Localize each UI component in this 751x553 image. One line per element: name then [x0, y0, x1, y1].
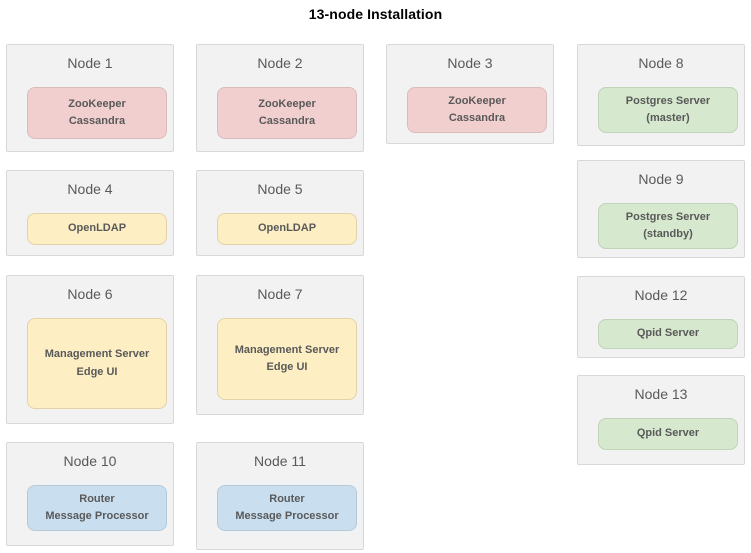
service-label: Message Processor	[235, 510, 339, 522]
service-label: Message Processor	[45, 510, 149, 522]
service-label: Management Server	[44, 348, 150, 361]
service-label: Cassandra	[448, 112, 506, 124]
service-label: Management Server	[234, 343, 340, 356]
node-card-node-5[interactable]: Node 5 OpenLDAP	[196, 170, 364, 256]
service-box[interactable]: OpenLDAP	[27, 213, 167, 245]
node-title: Node 2	[257, 55, 303, 71]
node-card-node-12[interactable]: Node 12 Qpid Server	[577, 276, 745, 358]
service-box[interactable]: OpenLDAP	[217, 213, 357, 245]
node-title: Node 12	[634, 287, 688, 303]
node-title: Node 11	[254, 453, 306, 469]
service-label: ZooKeeper	[258, 97, 316, 110]
service-box[interactable]: Qpid Server	[598, 319, 738, 349]
node-title: Node 13	[634, 386, 688, 402]
service-label: (master)	[646, 112, 690, 124]
service-label: ZooKeeper	[448, 94, 506, 107]
service-label: Qpid Server	[636, 327, 700, 340]
node-card-node-4[interactable]: Node 4 OpenLDAP	[6, 170, 174, 256]
node-card-node-9[interactable]: Node 9 Postgres Server (standby)	[577, 160, 745, 258]
node-title: Node 6	[67, 286, 113, 302]
node-title: Node 9	[638, 171, 684, 187]
page-title: 13-node Installation	[308, 6, 443, 22]
service-label: OpenLDAP	[67, 222, 127, 235]
service-box[interactable]: Postgres Server (master)	[598, 87, 738, 133]
service-label: Cassandra	[68, 115, 126, 127]
service-label: ZooKeeper	[68, 97, 126, 110]
service-label: (standby)	[643, 228, 693, 240]
node-title: Node 1	[67, 55, 113, 71]
service-label: Postgres Server	[625, 94, 711, 107]
node-title: Node 10	[63, 453, 117, 469]
service-label: Postgres Server	[625, 210, 711, 223]
service-label: Edge UI	[266, 361, 308, 373]
node-title: Node 3	[447, 55, 493, 71]
node-card-node-8[interactable]: Node 8 Postgres Server (master)	[577, 44, 745, 146]
service-label: Qpid Server	[636, 427, 700, 440]
service-label: Cassandra	[258, 115, 316, 127]
node-title: Node 8	[638, 55, 684, 71]
service-box[interactable]: Qpid Server	[598, 418, 738, 450]
node-title: Node 7	[257, 286, 303, 302]
service-label: Router	[269, 492, 305, 505]
service-box[interactable]: Postgres Server (standby)	[598, 203, 738, 249]
service-label: OpenLDAP	[257, 222, 317, 235]
node-title: Node 4	[67, 181, 113, 197]
node-card-node-13[interactable]: Node 13 Qpid Server	[577, 375, 745, 465]
node-title: Node 5	[257, 181, 303, 197]
service-label: Edge UI	[76, 365, 118, 378]
service-label: Router	[79, 492, 115, 505]
